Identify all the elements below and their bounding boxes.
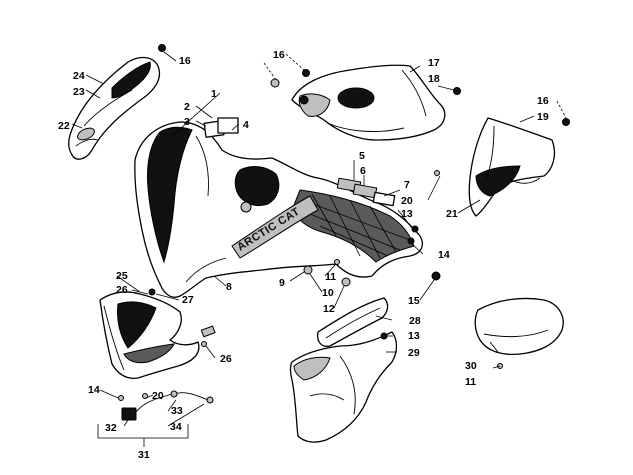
callout-26a: 26 (116, 284, 128, 296)
headlight-visor-part (68, 56, 161, 160)
lower-bumper-part (99, 288, 216, 380)
callout-9: 9 (279, 277, 285, 289)
callout-17: 17 (428, 57, 440, 69)
callout-1: 1 (211, 88, 217, 100)
callout-14a: 14 (438, 249, 450, 261)
leader-lines (71, 51, 567, 447)
callout-33: 33 (171, 405, 183, 417)
callout-22: 22 (58, 120, 70, 132)
fastener-set (118, 44, 570, 401)
callout-10: 10 (322, 287, 334, 299)
front-fender-part: ARCTIC CAT (134, 121, 424, 298)
callout-13b: 13 (408, 330, 420, 342)
upper-cover-part (291, 64, 446, 141)
callout-16a: 16 (179, 55, 191, 67)
callout-3: 3 (184, 116, 190, 128)
footwell-cover-part (474, 297, 564, 356)
callout-16b: 16 (273, 49, 285, 61)
splash-guard-part (289, 331, 398, 443)
callout-6: 6 (360, 165, 366, 177)
callout-18: 18 (428, 73, 440, 85)
callout-32: 32 (105, 422, 117, 434)
callout-7: 7 (404, 179, 410, 191)
callout-13a: 13 (401, 208, 413, 220)
callout-30: 30 (465, 360, 477, 372)
callout-28: 28 (409, 315, 421, 327)
callout-labels: 1 2 3 4 5 6 7 8 9 10 11 11 12 13 13 14 1… (58, 49, 549, 461)
callout-31: 31 (138, 449, 150, 461)
callout-4: 4 (243, 119, 249, 131)
callout-5: 5 (359, 150, 365, 162)
callout-12: 12 (323, 303, 335, 315)
callout-15: 15 (408, 295, 420, 307)
callout-16c: 16 (537, 95, 549, 107)
callout-11b: 11 (465, 376, 476, 388)
callout-21: 21 (446, 208, 458, 220)
callout-20b: 20 (152, 390, 164, 402)
callout-20a: 20 (401, 195, 413, 207)
skid-plate-part (316, 297, 389, 348)
callout-25: 25 (116, 270, 128, 282)
callout-26b: 26 (220, 353, 232, 365)
callout-2: 2 (184, 101, 190, 113)
callout-8: 8 (226, 281, 232, 293)
harness-switch-part (121, 390, 214, 421)
side-panel-part (468, 117, 556, 217)
callout-14b: 14 (88, 384, 100, 396)
callout-23: 23 (73, 86, 85, 98)
callout-11a: 11 (325, 271, 336, 283)
callout-24: 24 (73, 70, 85, 82)
callout-34: 34 (170, 421, 182, 433)
callout-19: 19 (537, 111, 549, 123)
callout-29: 29 (408, 347, 420, 359)
callout-27: 27 (182, 294, 194, 306)
